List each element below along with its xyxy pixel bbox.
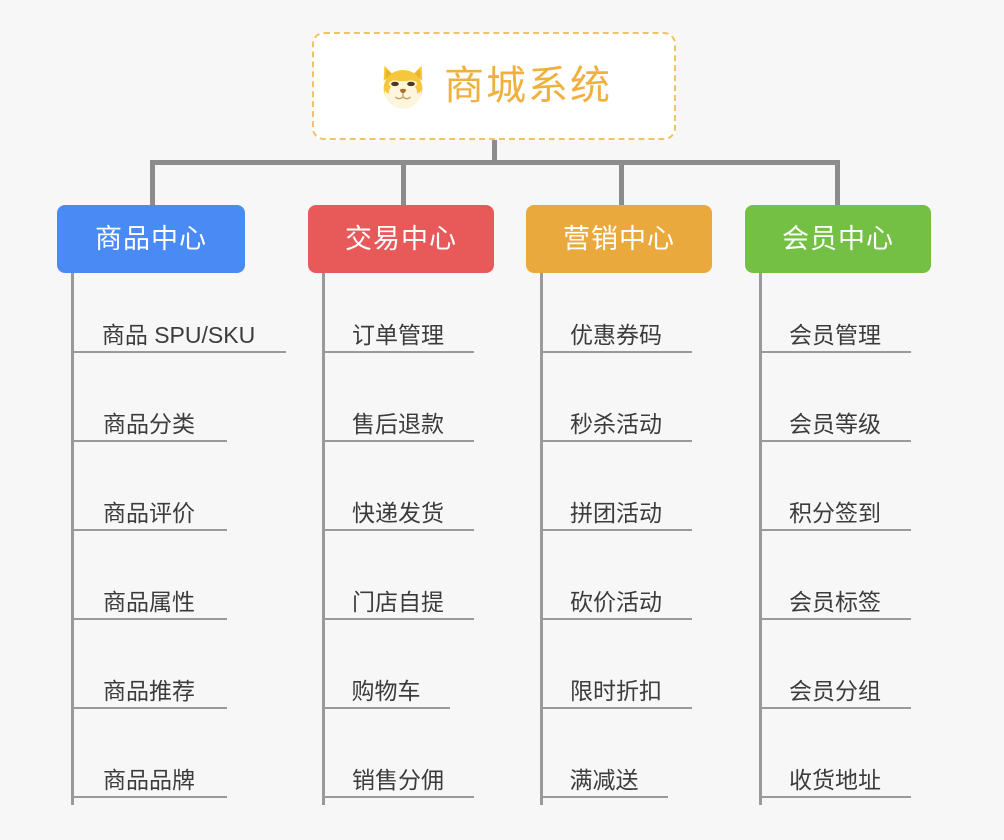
leaf-label: 快递发货 [352,499,444,526]
leaf-item-sales-commission[interactable]: 销售分佣 [322,742,474,798]
leaf-label: 会员等级 [789,410,881,437]
root-title: 商城系统 [444,64,612,108]
leaf-item-product-attribute[interactable]: 商品属性 [71,564,227,620]
connector-drop-trade-center [401,160,406,207]
leaf-label: 商品属性 [103,588,195,615]
leaf-item-member-group[interactable]: 会员分组 [759,653,911,709]
leaf-label: 优惠券码 [570,321,662,348]
category-box-trade-center[interactable]: 交易中心 [308,205,494,273]
leaf-item-product-recommend[interactable]: 商品推荐 [71,653,227,709]
connector-root-stem [492,140,497,164]
leaf-label: 商品分类 [103,410,195,437]
connector-bus [150,160,840,165]
leaf-item-member-level[interactable]: 会员等级 [759,386,911,442]
category-label-product-center: 商品中心 [95,223,207,254]
leaf-label: 售后退款 [352,410,444,437]
leaf-item-order-management[interactable]: 订单管理 [322,297,474,353]
leaf-item-bargain[interactable]: 砍价活动 [540,564,692,620]
leaf-label: 订单管理 [352,321,444,348]
leaf-item-product-spu-sku[interactable]: 商品 SPU/SKU [71,297,286,353]
category-label-marketing-center: 营销中心 [563,223,675,254]
root-node[interactable]: 商城系统 [312,32,676,140]
leaf-item-shopping-cart[interactable]: 购物车 [322,653,450,709]
leaf-label: 商品推荐 [103,677,195,704]
connector-drop-marketing-center [619,160,624,207]
leaf-label: 秒杀活动 [570,410,662,437]
leaf-label: 收货地址 [789,766,881,793]
leaf-label: 商品评价 [103,499,195,526]
category-label-trade-center: 交易中心 [345,223,457,254]
leaf-item-product-brand[interactable]: 商品品牌 [71,742,227,798]
category-box-product-center[interactable]: 商品中心 [57,205,245,273]
leaf-label: 限时折扣 [570,677,662,704]
leaf-item-product-review[interactable]: 商品评价 [71,475,227,531]
leaf-label: 拼团活动 [570,499,662,526]
leaf-label: 销售分佣 [352,766,444,793]
connector-drop-member-center [835,160,840,207]
leaf-item-points-checkin[interactable]: 积分签到 [759,475,911,531]
leaf-item-product-category[interactable]: 商品分类 [71,386,227,442]
leaf-label: 会员分组 [789,677,881,704]
leaf-label: 商品品牌 [103,766,195,793]
trunk-member-center [759,273,762,805]
leaf-label: 门店自提 [352,588,444,615]
leaf-item-group-buy[interactable]: 拼团活动 [540,475,692,531]
leaf-item-limited-time-discount[interactable]: 限时折扣 [540,653,692,709]
leaf-item-full-reduction-gift[interactable]: 满减送 [540,742,668,798]
leaf-item-member-management[interactable]: 会员管理 [759,297,911,353]
trunk-product-center [71,273,74,805]
leaf-item-store-pickup[interactable]: 门店自提 [322,564,474,620]
leaf-item-coupon-code[interactable]: 优惠券码 [540,297,692,353]
leaf-label: 购物车 [351,677,421,704]
leaf-item-after-sales-refund[interactable]: 售后退款 [322,386,474,442]
leaf-label: 会员标签 [789,588,881,615]
leaf-label: 商品 SPU/SKU [101,321,256,348]
leaf-label: 会员管理 [789,321,881,348]
category-box-marketing-center[interactable]: 营销中心 [526,205,712,273]
category-label-member-center: 会员中心 [782,223,894,254]
category-box-member-center[interactable]: 会员中心 [745,205,931,273]
leaf-label: 满减送 [569,766,639,793]
leaf-item-shipping-address[interactable]: 收货地址 [759,742,911,798]
connector-drop-product-center [150,160,155,207]
leaf-item-express-shipping[interactable]: 快递发货 [322,475,474,531]
leaf-label: 砍价活动 [570,588,662,615]
trunk-marketing-center [540,273,543,805]
leaf-label: 积分签到 [789,499,881,526]
leaf-item-member-tag[interactable]: 会员标签 [759,564,911,620]
shiba-dog-face-icon [383,65,423,109]
trunk-trade-center [322,273,325,805]
leaf-item-flash-sale[interactable]: 秒杀活动 [540,386,692,442]
